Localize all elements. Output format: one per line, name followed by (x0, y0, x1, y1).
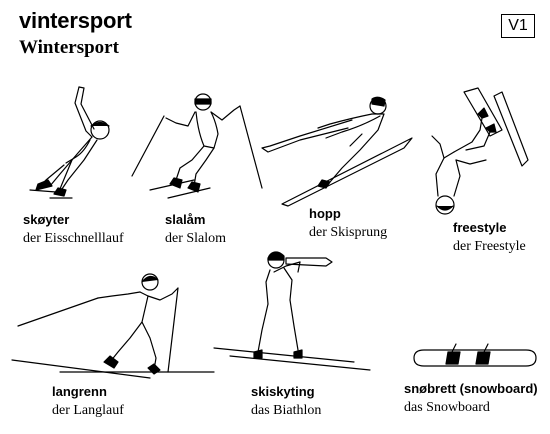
item-label-slalam: slalåm der Slalom (165, 212, 226, 248)
speed-skater-icon (29, 86, 110, 199)
term-no: skøyter (23, 212, 70, 227)
term-de: der Eisschnelllauf (23, 231, 124, 246)
item-label-snobrett: snøbrett (snowboard) das Snowboard (404, 381, 538, 417)
snowboard-icon (413, 343, 537, 367)
item-label-skiskyting: skiskyting das Biathlon (251, 384, 321, 420)
term-de: der Freestyle (453, 239, 526, 254)
page-subtitle: Wintersport (19, 37, 119, 58)
term-no: slalåm (165, 212, 206, 227)
term-de: der Skisprung (309, 225, 388, 240)
item-label-skoyter: skøyter der Eisschnelllauf (23, 212, 124, 248)
item-label-langrenn: langrenn der Langlauf (52, 384, 124, 420)
page-title: vintersport (19, 8, 132, 33)
ski-jumper-icon (261, 96, 413, 207)
term-de: der Langlauf (52, 403, 124, 418)
sheet-code-badge: V1 (501, 14, 535, 38)
term-no: hopp (309, 206, 341, 221)
term-no: langrenn (52, 384, 107, 399)
term-no: snøbrett (snowboard) (404, 381, 538, 396)
slalom-skier-icon (131, 93, 263, 199)
term-de: das Snowboard (404, 400, 490, 415)
term-no: freestyle (453, 220, 507, 235)
freestyle-skier-icon (431, 87, 529, 215)
item-label-hopp: hopp der Skisprung (309, 206, 387, 242)
term-de: der Slalom (165, 231, 227, 246)
term-no: skiskyting (251, 384, 315, 399)
item-label-freestyle: freestyle der Freestyle (453, 220, 526, 256)
term-de: das Biathlon (251, 403, 322, 418)
cross-country-skier-icon (11, 273, 215, 379)
biathlete-icon (213, 251, 371, 371)
